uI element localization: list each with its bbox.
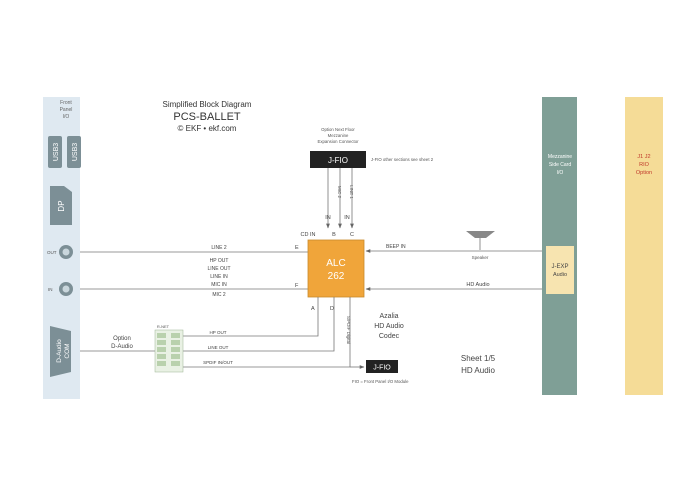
d-audio-label-1: D-Audio [56,339,63,363]
opt-line-out: LINE OUT [208,345,229,350]
port-e: E [295,245,299,251]
front-panel: Front Panel I/O USB3 USB3 DP OUT IN D-Au… [43,97,81,399]
signal-line-in: LINE IN [210,274,228,280]
option-line-2: D-Audio [111,344,133,350]
sheet-line-2: HD Audio [461,366,495,375]
jfio-top-label: J-FIO [328,156,348,165]
mezz-title-2: Side Card [549,162,571,168]
spdif-digital-label: S/PDIF Digital [346,316,351,344]
speaker-icon [466,231,495,250]
title-line-2: PCS-BALLET [173,111,241,123]
alc-box [307,239,365,298]
codec-line-3: Codec [379,333,400,340]
title-line-1: Simplified Block Diagram [163,100,252,109]
jack-in-label: IN [48,287,53,292]
opt-spdif: SPDIF IN/OUT [203,360,233,365]
sheet-line-1: Sheet 1/5 [461,354,496,363]
rnet-block [154,329,184,373]
rio-line-3: Option [636,170,652,176]
title-line-3: © EKF • ekf.com [178,124,237,133]
front-panel-title-2: Panel [60,107,73,113]
alc-bottom-lines [183,297,365,369]
jfio-top-caption-1: Option Next Floor [321,127,355,132]
codec-line-1: Azalia [379,313,398,320]
usb3-connector-a [48,136,62,168]
signal-mic-in: MIC IN [211,282,227,288]
jfio-top-box [310,151,366,168]
alc-label-1: ALC [326,258,345,269]
mezzanine-side-card: Mezzanine Side Card I/O J-EXP Audio [542,97,577,395]
sheet-label: Sheet 1/5 HD Audio [461,354,496,375]
title-block: Simplified Block Diagram PCS-BALLET © EK… [163,100,252,133]
signal-line-out: LINE OUT [207,266,230,272]
port-a: A [311,306,315,312]
bus-cd-in: CD IN [301,232,316,238]
jexp-label-2: Audio [553,272,567,278]
option-d-audio: Option D-Audio [111,336,133,350]
opt-hp-out: HP OUT [210,330,227,335]
rio-line-1: J1 J2 [637,154,650,160]
alc-262-chip: ALC 262 [307,239,365,298]
mezz-title-1: Mezzanine [548,154,572,160]
top-bus-lines [326,168,354,229]
front-signal-labels: LINE 2 HP OUT LINE OUT LINE IN MIC IN MI… [207,245,230,298]
dp-label: DP [57,200,66,211]
displayport-connector [50,186,72,225]
port-f: F [295,283,299,289]
jfio-top: Option Next Floor Mezzanine Expansion Co… [310,127,434,168]
jexp-audio-connector [546,246,574,294]
d-audio-com-connector [50,326,71,377]
beep-in-label: BEEP IN [386,244,406,250]
jfio-top-caption-2: Mezzanine [328,133,349,138]
front-panel-title-3: I/O [63,114,70,120]
option-signal-labels: HP OUT LINE OUT SPDIF IN/OUT [203,330,233,365]
usb3-label-b: USB3 [72,143,79,161]
rio-option: J1 J2 RIO Option [625,97,663,395]
jfio-bottom-box [366,360,398,373]
alc-label-2: 262 [328,271,345,282]
hd-audio-label: HD Audio [466,282,489,288]
usb3-label-a: USB3 [53,143,60,161]
jfio-bottom-label: J-FIO [373,365,391,372]
codec-line-2: HD Audio [374,323,404,330]
jack-out-label: OUT [47,250,57,255]
d-audio-label-2: COM [64,343,71,358]
bus-in-1: IN [325,215,331,221]
port-d: D [330,306,334,312]
bus-b: B [332,232,336,238]
bus-in-2: IN [344,215,350,221]
front-panel-title-1: Front [60,100,72,106]
speaker-label: Speaker [472,255,489,260]
jfio-bottom-caption: FIO = Front Panel I/O Module [352,379,409,384]
jfio-top-caption-3: Expansion Connector [317,139,359,144]
signal-hp-out: HP OUT [210,258,229,264]
jexp-label-1: J-EXP [551,264,568,270]
bus-line1-label: LINE 1 [349,185,354,199]
rio-background [625,97,663,395]
codec-description: Azalia HD Audio Codec [374,313,404,340]
bus-c: C [350,232,354,238]
option-line-1: Option [113,336,131,342]
front-panel-signal-lines [80,251,308,352]
usb3-connector-b [67,136,81,168]
rio-line-2: RIO [639,162,650,168]
mezz-title-3: I/O [557,170,564,176]
jfio-top-note: J-FIO other sections see sheet 2 [371,157,434,162]
signal-line2: LINE 2 [211,245,227,251]
signal-mic2: MIC 2 [212,292,226,298]
bus-mic2-label: MIC 2 [337,186,342,198]
rnet-label: R-NET [157,324,170,329]
bus-labels: IN IN CD IN B C [301,215,355,238]
